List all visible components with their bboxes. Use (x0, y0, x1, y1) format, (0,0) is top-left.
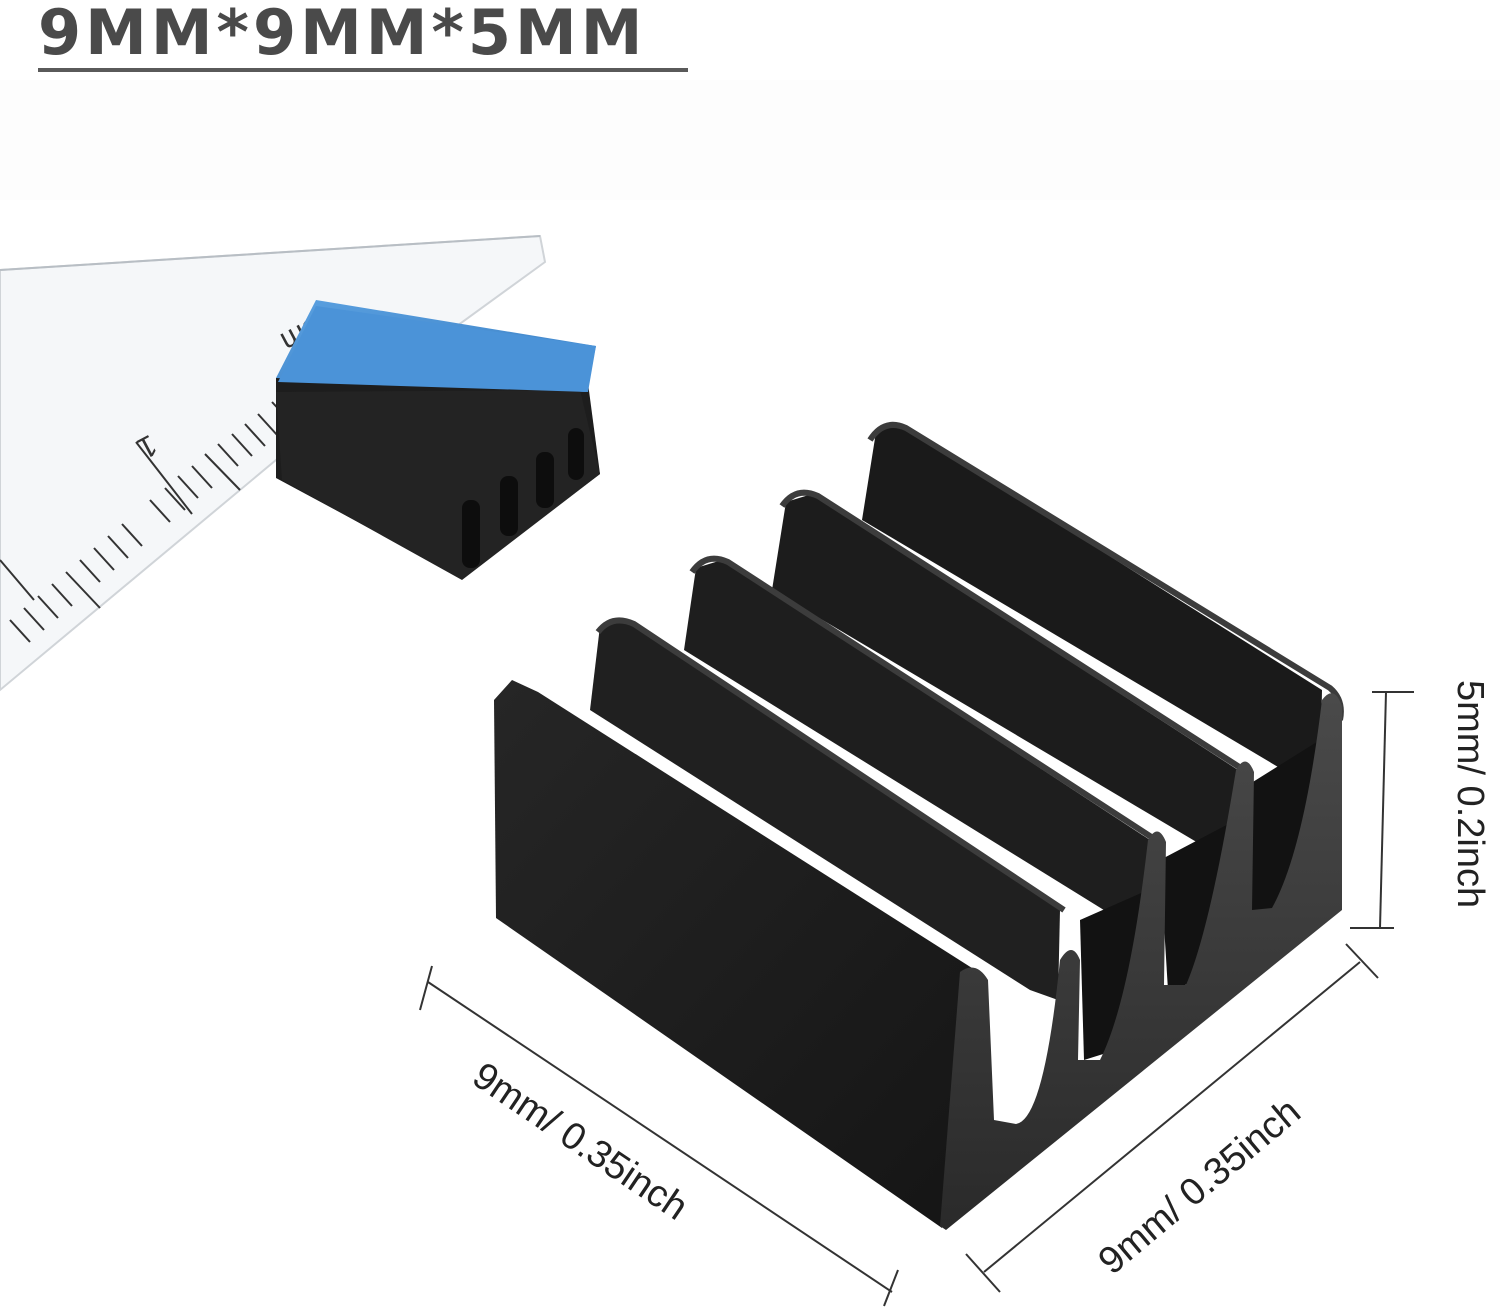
height-dimension-label: 5mm/ 0.2inch (1449, 680, 1491, 908)
background-band (0, 80, 1500, 200)
small-fin-slot-3 (536, 452, 554, 508)
fin-back-3 (772, 494, 1238, 860)
fin-back-4 (862, 424, 1322, 790)
ruler-edge (0, 235, 541, 271)
width-cap-right (883, 1269, 899, 1307)
width-cap-left (419, 965, 433, 1011)
fin-back-2 (684, 560, 1150, 930)
product-photo: 0 cm 1 (0, 80, 1500, 1307)
fin-back-1 (590, 620, 1060, 1000)
small-heatsink-front (276, 390, 600, 580)
small-fin-slot-1 (462, 500, 480, 568)
width-dimension-label: 9mm/ 0.35inch (465, 1055, 695, 1229)
dimension-lines (419, 691, 1414, 1307)
small-fin-slot-2 (500, 476, 518, 536)
heatsink-side-profile (940, 693, 1342, 1230)
depth-dimension-label: 9mm/ 0.35inch (1091, 1091, 1309, 1283)
depth-cap-left (965, 1253, 1001, 1293)
fin-top-2 (689, 555, 1158, 843)
fin-top-3 (779, 489, 1246, 773)
product-size-title: 9MM*9MM*5MM (38, 0, 647, 69)
ruler-ticks (0, 401, 301, 643)
small-heatsink (276, 300, 600, 580)
height-line (1379, 691, 1387, 929)
depth-line (983, 961, 1361, 1273)
title-underline (38, 68, 688, 72)
thermal-pad-top (278, 306, 596, 392)
small-fin-slot-4 (568, 428, 584, 480)
large-heatsink (494, 422, 1344, 1230)
width-line (427, 981, 893, 1293)
depth-cap-right (1345, 943, 1379, 979)
fin-top-1 (595, 617, 1066, 913)
heatsink-front-face (494, 680, 972, 1228)
